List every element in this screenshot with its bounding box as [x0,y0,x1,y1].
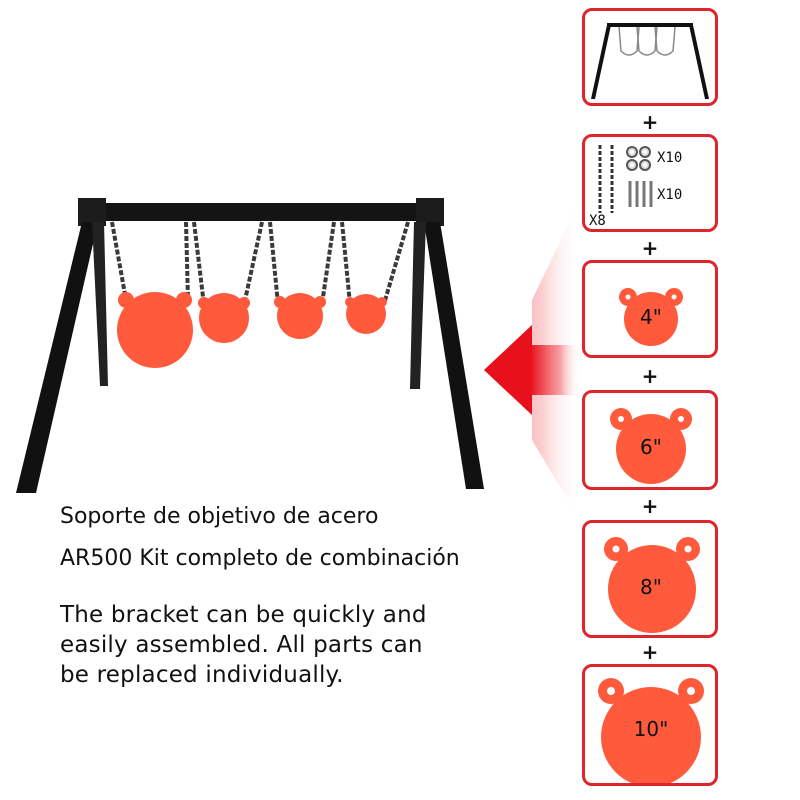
plus-sign-3: + [641,364,659,388]
hanging-target-4in [345,294,387,334]
bolt-quantity: X10 [657,187,683,203]
caption-spanish-subtitle: AR500 Kit completo de combinación [60,546,460,571]
target-size-4in: 4" [640,305,662,329]
red-arrow-graphic [484,200,580,520]
caption-english-line-2: easily assembled. All parts can [60,632,423,658]
chain-icon [598,145,614,213]
plus-sign-1: + [641,110,659,134]
stand-right-front-leg [424,222,484,489]
target-size-8in: 8" [640,575,662,599]
plus-sign-4: + [641,494,659,518]
kit-box-target-8in: 8" [582,520,718,638]
kit-box-target-6in: 6" [582,390,718,490]
kit-box-target-4in: 4" [582,260,718,358]
hanging-target-6in [274,293,326,339]
stand-left-front-leg [16,222,98,493]
plus-sign-5: + [641,640,659,664]
stand-left-bracket [78,198,106,226]
washer-icon [626,146,651,171]
stand-right-bracket [416,198,444,226]
caption-spanish-title: Soporte de objetivo de acero [60,504,379,529]
plus-sign-2: + [641,236,659,260]
bolt-icon [628,181,653,207]
chain-quantity: X8 [589,213,606,229]
kit-box-hardware: X8 X10 X10 [582,134,718,232]
caption-english-line-1: The bracket can be quickly and [60,602,427,628]
stand-crossbar [80,203,440,221]
washer-quantity: X10 [657,150,683,166]
target-6in-icon [610,408,692,484]
caption-english-description: The bracket can be quickly and easily as… [60,600,520,690]
target-8in-icon [604,537,700,633]
stand-right-back-leg [410,222,426,389]
stand-thumbnail-icon [591,23,709,99]
kit-box-stand [582,8,718,106]
target-size-10in: 10" [633,717,669,741]
target-size-6in: 6" [640,435,662,459]
hanging-target-8in [198,293,250,343]
target-stand-illustration [16,198,484,493]
stand-left-back-leg [92,222,108,386]
kit-box-target-10in: 10" [582,664,718,786]
hanging-target-10in [117,292,193,368]
target-10in-icon [598,678,704,783]
stand-chains [110,221,410,306]
caption-english-line-3: be replaced individually. [60,662,344,688]
target-4in-icon [619,288,683,346]
